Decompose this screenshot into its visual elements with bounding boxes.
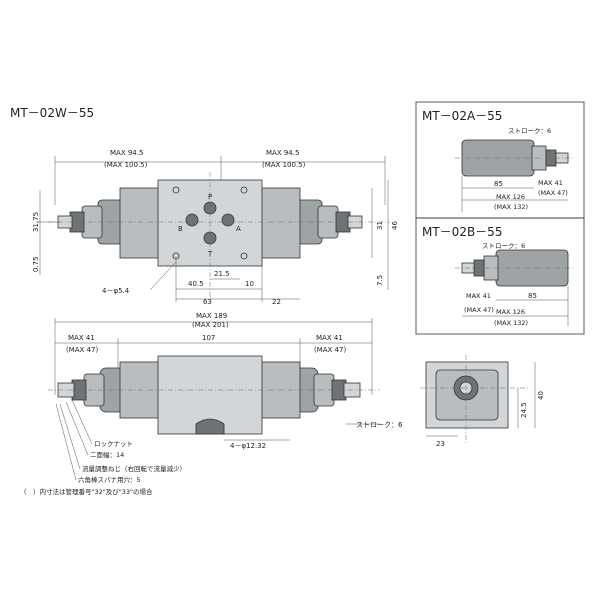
bolt-hole-icon [172,186,180,194]
side-dim-24-5: 24.5 [520,402,528,418]
variant-a-max47: (MAX 47) [538,189,568,197]
main-title: MT－02W－55 [10,106,94,120]
dim-0-75: 0.75 [32,256,40,272]
variant-a-title: MT－02A－55 [422,109,502,123]
dim-10: 10 [245,280,254,288]
variant-b-max132: (MAX 132) [494,319,528,327]
top-max-right-paren: (MAX 100.5) [262,161,306,169]
front-max47-left: (MAX 47) [66,346,98,354]
top-view: MAX 94.5 (MAX 100.5) MAX 94.5 (MAX 100.5… [32,149,399,306]
side-dim-40: 40 [537,391,545,400]
dim-21-5: 21.5 [214,270,230,278]
holes-note: 4－φ5.4 [102,287,130,295]
callout-locknut: ロックナット [94,440,133,448]
dim-63: 63 [203,298,212,306]
variant-b-max41: MAX 41 [466,292,491,300]
variant-a-panel: MT－02A－55 ストローク：6 85 MAX 41 (MAX 47) MAX… [415,101,585,219]
variant-b-panel: MT－02B－55 ストローク：6 MAX 41 (MAX 47) 85 MAX… [415,217,585,335]
bolt-hole-icon [240,186,248,194]
front-port-notch [195,418,225,435]
dim-31-75: 31.75 [32,212,40,232]
front-dim-107: 107 [202,334,215,342]
callout-across-flats: 二面幅：14 [90,450,124,459]
top-max-left: MAX 94.5 [110,149,143,157]
front-view: MAX 189 (MAX 201) MAX 41 (MAX 47) 107 MA… [20,312,403,496]
front-max-201: (MAX 201) [192,321,229,329]
bolt-hole-icon [240,252,248,260]
variant-a-max41: MAX 41 [538,179,563,187]
dim-46: 46 [391,221,399,230]
port-b-icon [185,213,199,227]
front-max47-right: (MAX 47) [314,346,346,354]
dim-7-5: 7.5 [376,275,384,286]
variant-b-title: MT－02B－55 [422,225,502,239]
variant-b-85: 85 [528,292,537,300]
variant-b-stroke: ストローク：6 [482,242,525,250]
callout-adjust-screw: 流量調整ねじ（右回転で流量減少） [82,464,186,473]
footnote: （ ）内寸法は管理番号"32"及び"33"の場合 [20,487,153,496]
front-max-189: MAX 189 [196,312,227,320]
variant-b-max126: MAX 126 [496,308,525,316]
side-dim-23: 23 [436,440,445,448]
dim-22: 22 [272,298,281,306]
front-stroke: ストローク：6 [356,421,403,429]
port-a-label: A [236,225,241,233]
port-a-icon [221,213,235,227]
front-max41-right: MAX 41 [316,334,343,342]
front-max41-left: MAX 41 [68,334,95,342]
callout-hex-socket: 六角棒スパナ用穴：5 [78,475,141,484]
variant-a-85: 85 [494,180,503,188]
variant-a-stroke: ストローク：6 [508,127,551,135]
dim-40-5: 40.5 [188,280,204,288]
port-b-label: B [178,225,183,233]
variant-a-max132: (MAX 132) [494,203,528,211]
side-view: 24.5 40 23 [420,355,545,448]
top-max-left-paren: (MAX 100.5) [104,161,148,169]
variant-a-max126: MAX 126 [496,193,525,201]
variant-b-max47: (MAX 47) [464,306,494,314]
top-max-right: MAX 94.5 [266,149,299,157]
counterbore-note: 4－φ12.32 [230,442,266,450]
dim-31: 31 [376,221,384,230]
